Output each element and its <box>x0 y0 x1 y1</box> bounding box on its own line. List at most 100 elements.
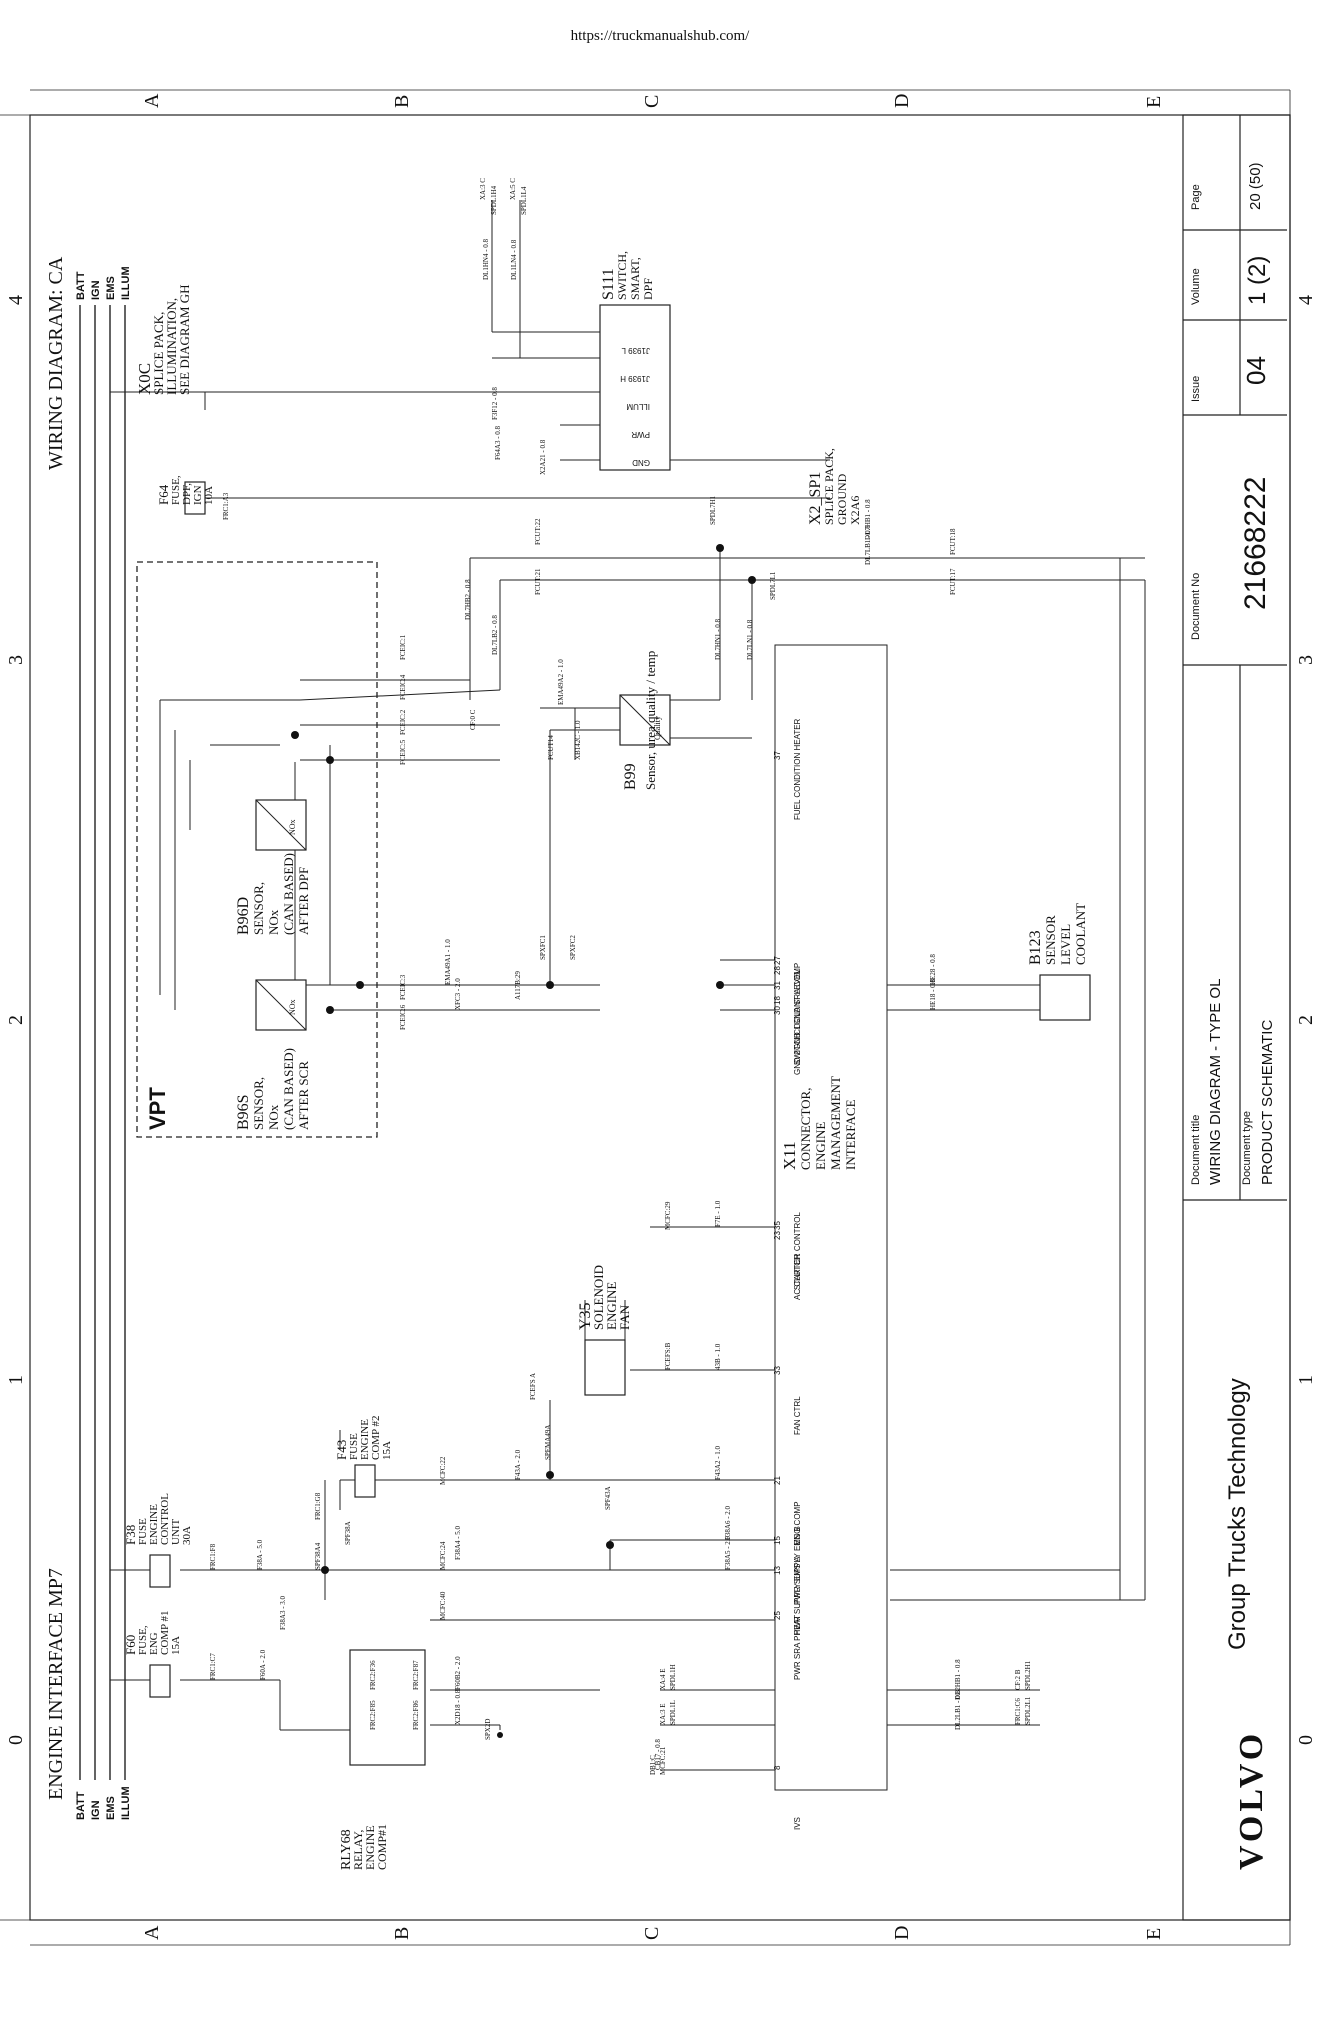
b96s-label-0: B96S <box>235 1094 252 1130</box>
components <box>149 304 1091 1766</box>
volume-label: Volume <box>1190 268 1202 305</box>
wire-label-14: EMA49A1 - 1.0 <box>444 939 452 985</box>
connector-label-33: XA:3 E <box>659 1703 667 1725</box>
wire-label-29: F38A3 - 3.0 <box>279 1595 287 1630</box>
wire-label-16: F43A - 2.0 <box>514 1449 522 1480</box>
rly68-label-1: RELAY, <box>351 1830 365 1870</box>
grid-row-bottom-E: E <box>1143 1928 1165 1940</box>
s111-pin-3: PWR <box>631 430 650 439</box>
wire-label-3: F64A3 - 0.8 <box>494 425 502 460</box>
f64-label-0: F64 <box>156 484 171 505</box>
x11-pin-num-28: 28 <box>773 966 782 975</box>
connector-label-7: FCUT:18 <box>949 528 957 555</box>
sensor-diagonals <box>255 694 671 1031</box>
connector-label-38: FRC1:C6 <box>1014 1698 1022 1725</box>
x0c-label-0: X0C <box>135 363 154 395</box>
wire-label-10: DL7LB1 - 0.8 <box>864 525 872 565</box>
wire-label-11: EMA49A2 - 1.0 <box>557 659 565 705</box>
issue: 04 <box>1241 356 1271 385</box>
x11-label-3: MANAGEMENT <box>828 1076 843 1170</box>
grid-col-right-1: 1 <box>1295 1375 1317 1385</box>
x11-pin-num-27: 27 <box>773 956 782 965</box>
diagram-title-top: WIRING DIAGRAM: CA <box>45 256 67 470</box>
b96s-label-2: NOx <box>266 1104 281 1130</box>
connector-label-36: SPDL2H1 <box>1024 1660 1032 1690</box>
wire-label-4: X2A21 - 0.8 <box>539 439 547 475</box>
connector-label-43: SPF38A4 <box>314 1542 322 1570</box>
connector-label-30: MCFC:21 <box>659 1746 667 1775</box>
f38-label-0: F38 <box>123 1525 138 1545</box>
x2sp1-label-3: X2A6 <box>848 496 862 525</box>
s111-switch-box <box>599 304 671 471</box>
x11-label-0: X11 <box>780 1141 799 1170</box>
x11-pin-num-8: 8 <box>773 1765 782 1770</box>
connector-label-40: FRC1:F8 <box>209 1543 217 1570</box>
grid-col-right-4: 4 <box>1295 295 1317 305</box>
x11-label-4: INTERFACE <box>843 1099 858 1170</box>
wire-label-22: CB17 - 0.8 <box>654 1739 662 1770</box>
grid-col-left-2: 2 <box>5 1015 27 1025</box>
b96d-label-3: (CAN BASED) <box>281 853 296 935</box>
connector-label-9: SPDL7H1 <box>709 495 717 525</box>
connector-label-20: FCEFS:B <box>664 1342 672 1370</box>
x2sp1-label-0: X2_SP1 <box>807 472 824 525</box>
x11-pin-num-31: 31 <box>773 981 782 990</box>
f60-label-3: COMP #1 <box>159 1610 171 1655</box>
f64-label-4: 10A <box>203 486 215 505</box>
grid-col-left-1: 1 <box>5 1375 27 1385</box>
bus-label-bottom-batt: BATT <box>75 1791 87 1820</box>
x11-pin-num-25: 25 <box>773 1611 782 1620</box>
f38-label-2: ENGINE <box>148 1504 160 1545</box>
grid-col-left-4: 4 <box>5 295 27 305</box>
x0c-label-2: ILLUMINATION, <box>164 298 179 395</box>
b123-label-1: SENSOR <box>1043 915 1058 965</box>
connector-label-45: SPEMA49A <box>544 1425 552 1460</box>
s111-label-3: DPF <box>641 278 655 300</box>
s111-label-0: S111 <box>600 268 617 300</box>
y35-solenoid-box <box>584 1339 626 1396</box>
x11-pin-num-23: 23 <box>773 1231 782 1240</box>
connector-label-32: SPDL1H <box>669 1664 677 1690</box>
wire-label-6: DL7LB2 - 0.8 <box>491 615 499 655</box>
doc-no-label: Document No <box>1190 573 1202 640</box>
connector-label-18: A117B:29 <box>514 971 522 1000</box>
title-block-text: VOLVO Group Trucks Technology Document t… <box>1190 162 1276 1870</box>
wire-label-15: XFC3 - 2.0 <box>454 978 462 1010</box>
s111-pin-2: ILLUM <box>626 402 650 411</box>
x11-pin-num-13: 13 <box>773 1566 782 1575</box>
b96s-label-4: AFTER SCR <box>296 1061 311 1130</box>
b96d-label-1: SENSOR, <box>251 882 266 935</box>
wire-label-12: FCUT14 <box>547 735 555 760</box>
x11-pin-fn-28: COOLANT LEVEL <box>793 969 802 1035</box>
connector-label-4: FRC1:A3 <box>222 492 230 520</box>
connector-label-35: CF:2 B <box>1014 1669 1022 1690</box>
grid-col-right-0: 0 <box>1295 1735 1317 1745</box>
f43-label-4: 15A <box>381 1441 393 1460</box>
connector-label-31: XA:4 E <box>659 1668 667 1690</box>
x11-pin-num-30: 30 <box>773 1006 782 1015</box>
connector-label-23: MCFC:40 <box>439 1591 447 1620</box>
source-url[interactable]: https://truckmanualshub.com/ <box>570 28 750 44</box>
connector-label-2: XA:5 C <box>509 178 517 200</box>
x11-pin-fn-27: GND SRA COMP <box>793 963 802 1025</box>
connector-label-27: FRC2:F86 <box>412 1700 420 1730</box>
issue-label: Issue <box>1190 376 1202 402</box>
f38-label-5: 30A <box>181 1526 193 1545</box>
f60-label-4: 15A <box>170 1636 182 1655</box>
sensor-nox-labels: NOx NOx Quality <box>288 716 662 1015</box>
wire-label-7: DL7HN1 - 0.8 <box>714 618 722 660</box>
f60-label-2: ENG <box>148 1632 160 1655</box>
connector-label-46: SPXFC1 <box>539 935 547 960</box>
x11-pin-fn-35: STARTER CONTROL <box>793 1212 802 1290</box>
f38-label-1: FUSE <box>137 1518 149 1545</box>
x0c-label-1: SPLICE PACK, <box>151 312 166 395</box>
rly68-label-2: ENGINE <box>363 1825 377 1870</box>
connector-label-29: DB1:C <box>649 1755 657 1775</box>
f43-label-0: F43 <box>334 1440 349 1460</box>
s111-pin-1: J1939 H <box>620 374 650 383</box>
b99-label-0: B99 <box>622 763 639 790</box>
